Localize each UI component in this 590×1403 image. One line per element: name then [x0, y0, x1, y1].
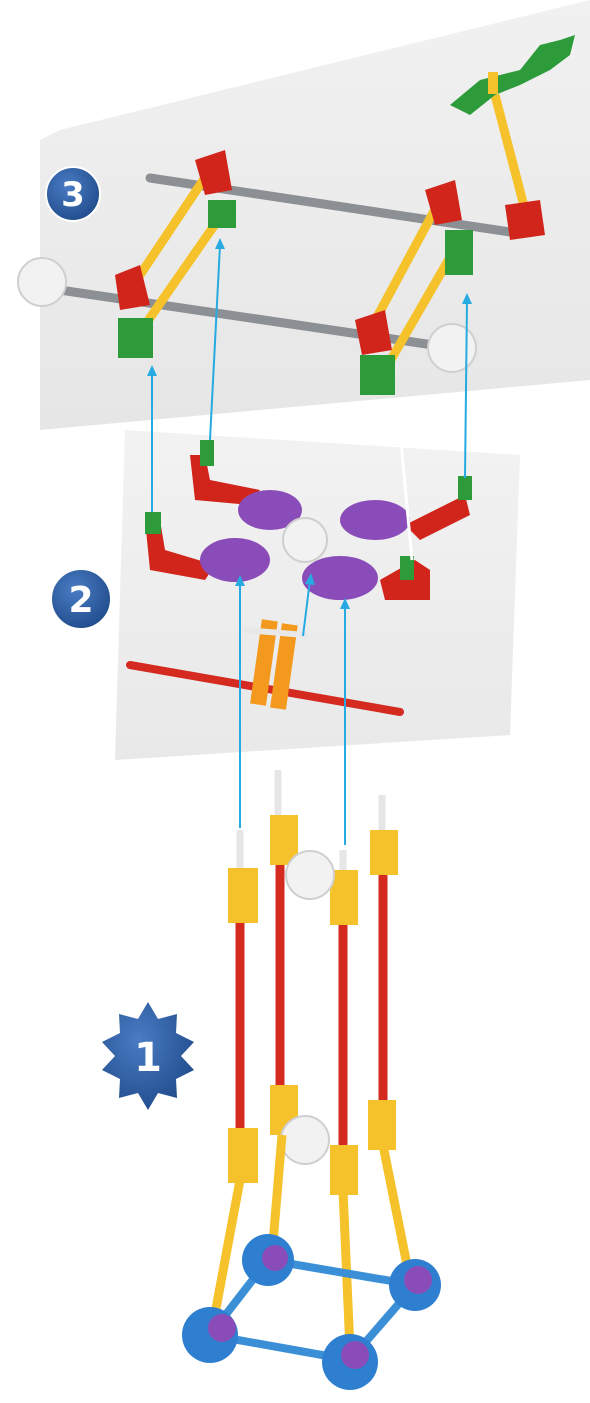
green-connector: [208, 200, 236, 228]
step-2-badge: 2: [51, 569, 111, 629]
step-3-number: 3: [61, 175, 85, 215]
purple-connector: [341, 1341, 369, 1369]
white-connector: [428, 324, 476, 372]
yellow-connector: [228, 868, 258, 923]
purple-connector: [262, 1245, 288, 1271]
yellow-connector: [370, 830, 398, 875]
purple-connector: [404, 1266, 432, 1294]
step-2-number: 2: [68, 580, 93, 621]
white-hub-connector: [281, 1116, 329, 1164]
yellow-clip: [488, 72, 498, 94]
white-hub-connector: [286, 851, 334, 899]
yellow-connector: [330, 1145, 358, 1195]
green-connector: [200, 440, 214, 466]
purple-connector: [200, 538, 270, 582]
step-3-badge: 3: [46, 167, 100, 221]
purple-connector: [302, 556, 378, 600]
green-connector: [458, 476, 472, 500]
purple-connector: [340, 500, 410, 540]
green-connector: [445, 230, 473, 275]
white-arrow-head: [391, 400, 404, 414]
green-connector: [360, 355, 395, 395]
purple-connector: [208, 1314, 236, 1342]
white-hub-connector: [283, 518, 327, 562]
white-connector: [18, 258, 66, 306]
step-1-number: 1: [134, 1035, 162, 1081]
yellow-connector: [228, 1128, 258, 1183]
green-connector: [118, 318, 153, 358]
green-connector: [145, 512, 161, 534]
yellow-connector: [368, 1100, 396, 1150]
red-connector: [505, 200, 545, 240]
